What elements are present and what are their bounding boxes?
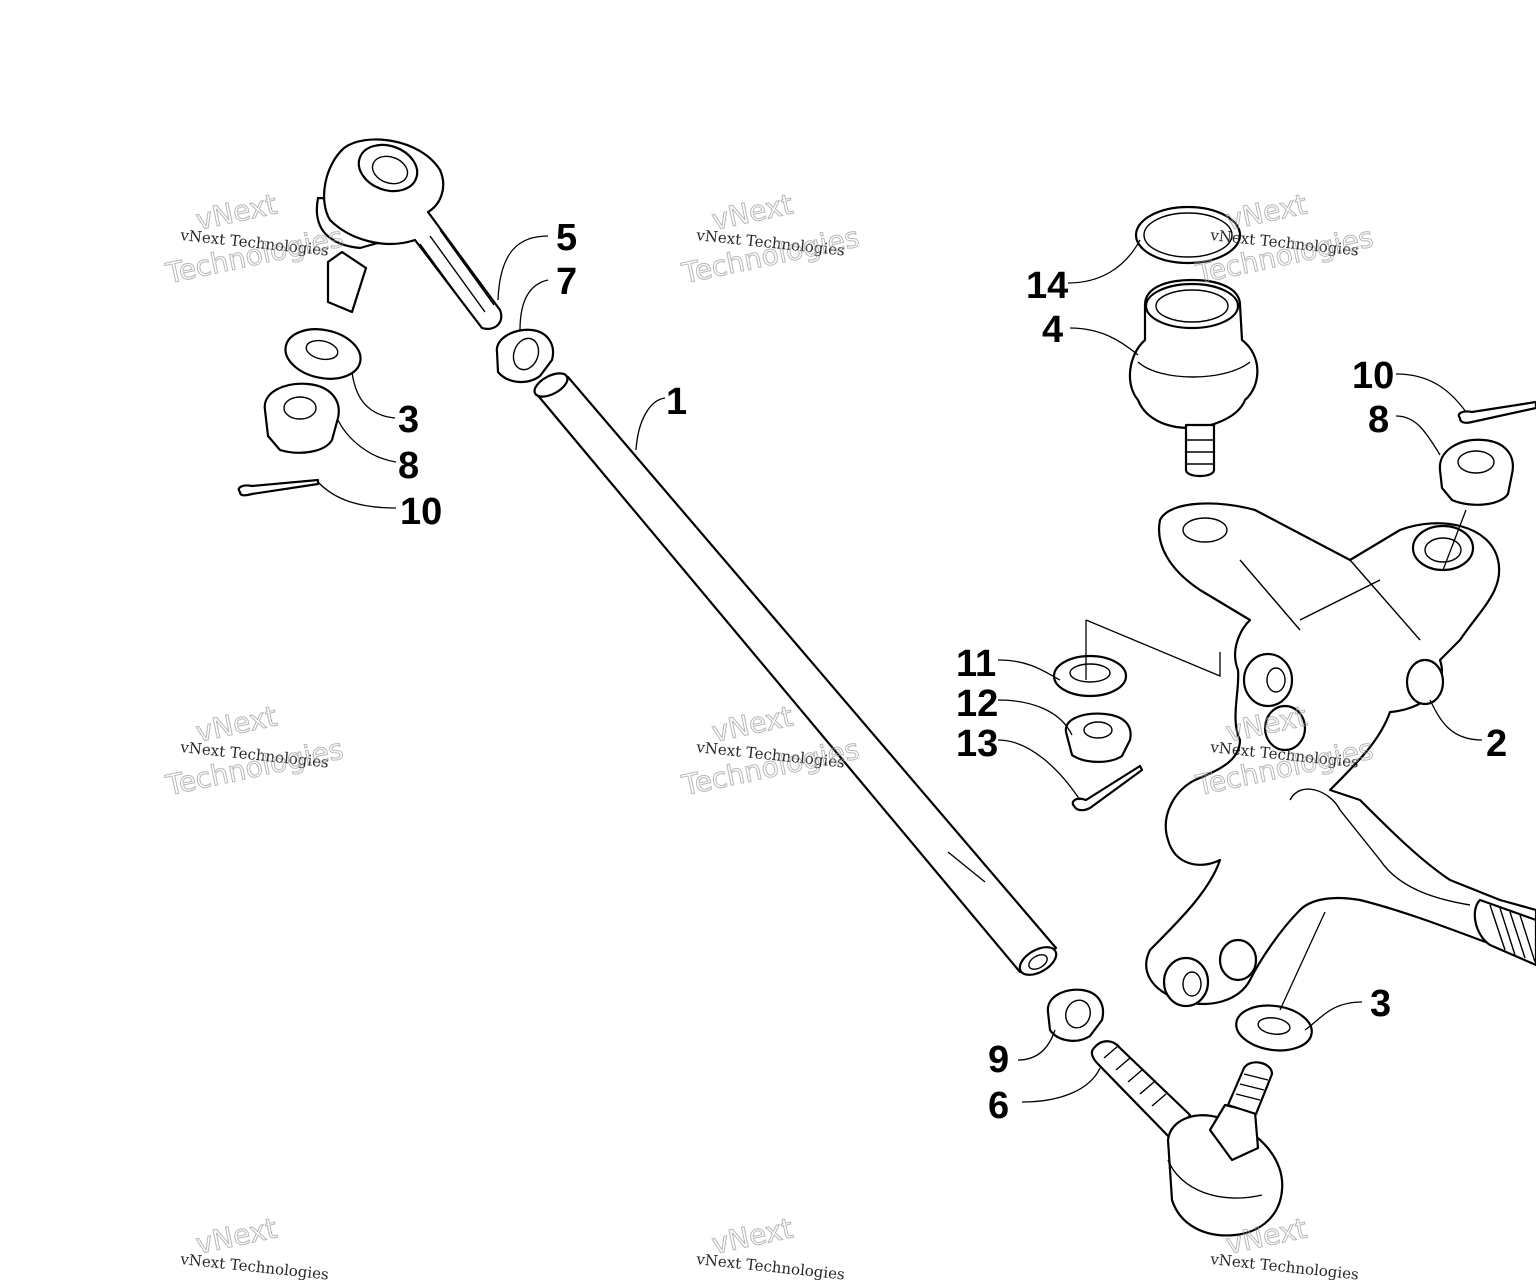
washer-3-lower <box>1235 1004 1313 1052</box>
watermark-8: vNext vNext Technologies <box>695 1211 846 1280</box>
callout-10-left: 10 <box>400 491 442 533</box>
callout-11: 11 <box>956 643 996 685</box>
watermark-7: vNext vNext Technologies <box>179 1211 330 1280</box>
watermark-2: vNext vNext Technologies Technologies <box>678 187 863 291</box>
svg-text:vNext Technologies: vNext Technologies <box>179 1250 330 1280</box>
watermark-4: vNext vNext Technologies Technologies <box>162 699 347 803</box>
callout-9: 9 <box>988 1039 1009 1081</box>
callout-8-left: 8 <box>398 445 419 487</box>
callout-5: 5 <box>556 217 577 259</box>
cotter-pin-13 <box>1071 764 1144 812</box>
callout-4: 4 <box>1042 309 1063 351</box>
steering-knuckle-2 <box>1145 502 1536 1008</box>
tie-rod-tube <box>533 372 1058 976</box>
callout-2: 2 <box>1486 723 1507 765</box>
svg-text:vNext Technologies: vNext Technologies <box>695 1250 846 1280</box>
callout-3-lower: 3 <box>1370 983 1391 1025</box>
callout-1: 1 <box>666 381 687 423</box>
leader-lines <box>317 235 1483 1103</box>
callout-14: 14 <box>1026 265 1068 307</box>
svg-text:vNext Technologies: vNext Technologies <box>1209 1250 1360 1280</box>
callout-10-right: 10 <box>1352 355 1394 397</box>
cotter-pin-10-right <box>1457 400 1536 424</box>
nut-8-left <box>263 382 340 454</box>
callout-13: 13 <box>956 723 998 765</box>
callout-7: 7 <box>556 261 577 303</box>
snap-ring-14 <box>1134 205 1242 265</box>
jam-nut-7 <box>495 328 555 383</box>
callout-12: 12 <box>956 683 998 725</box>
washer-11 <box>1052 654 1128 698</box>
castle-nut-12 <box>1064 712 1132 763</box>
callout-3-upper: 3 <box>398 399 419 441</box>
callouts: 5 7 1 3 8 10 14 4 10 8 11 12 13 2 3 9 6 <box>398 217 1507 1127</box>
cotter-pin-10-left <box>237 478 320 497</box>
ball-joint-4 <box>1128 278 1259 478</box>
callout-8-right: 8 <box>1368 399 1389 441</box>
callout-6: 6 <box>988 1085 1009 1127</box>
nut-8-right <box>1438 438 1514 506</box>
jam-nut-9 <box>1046 988 1105 1042</box>
watermark-3: vNext vNext Technologies Technologies <box>1192 187 1377 291</box>
tie-rod-end-left <box>315 138 503 330</box>
washer-3-upper <box>284 328 362 380</box>
tie-rod-end-right <box>1090 1040 1284 1237</box>
